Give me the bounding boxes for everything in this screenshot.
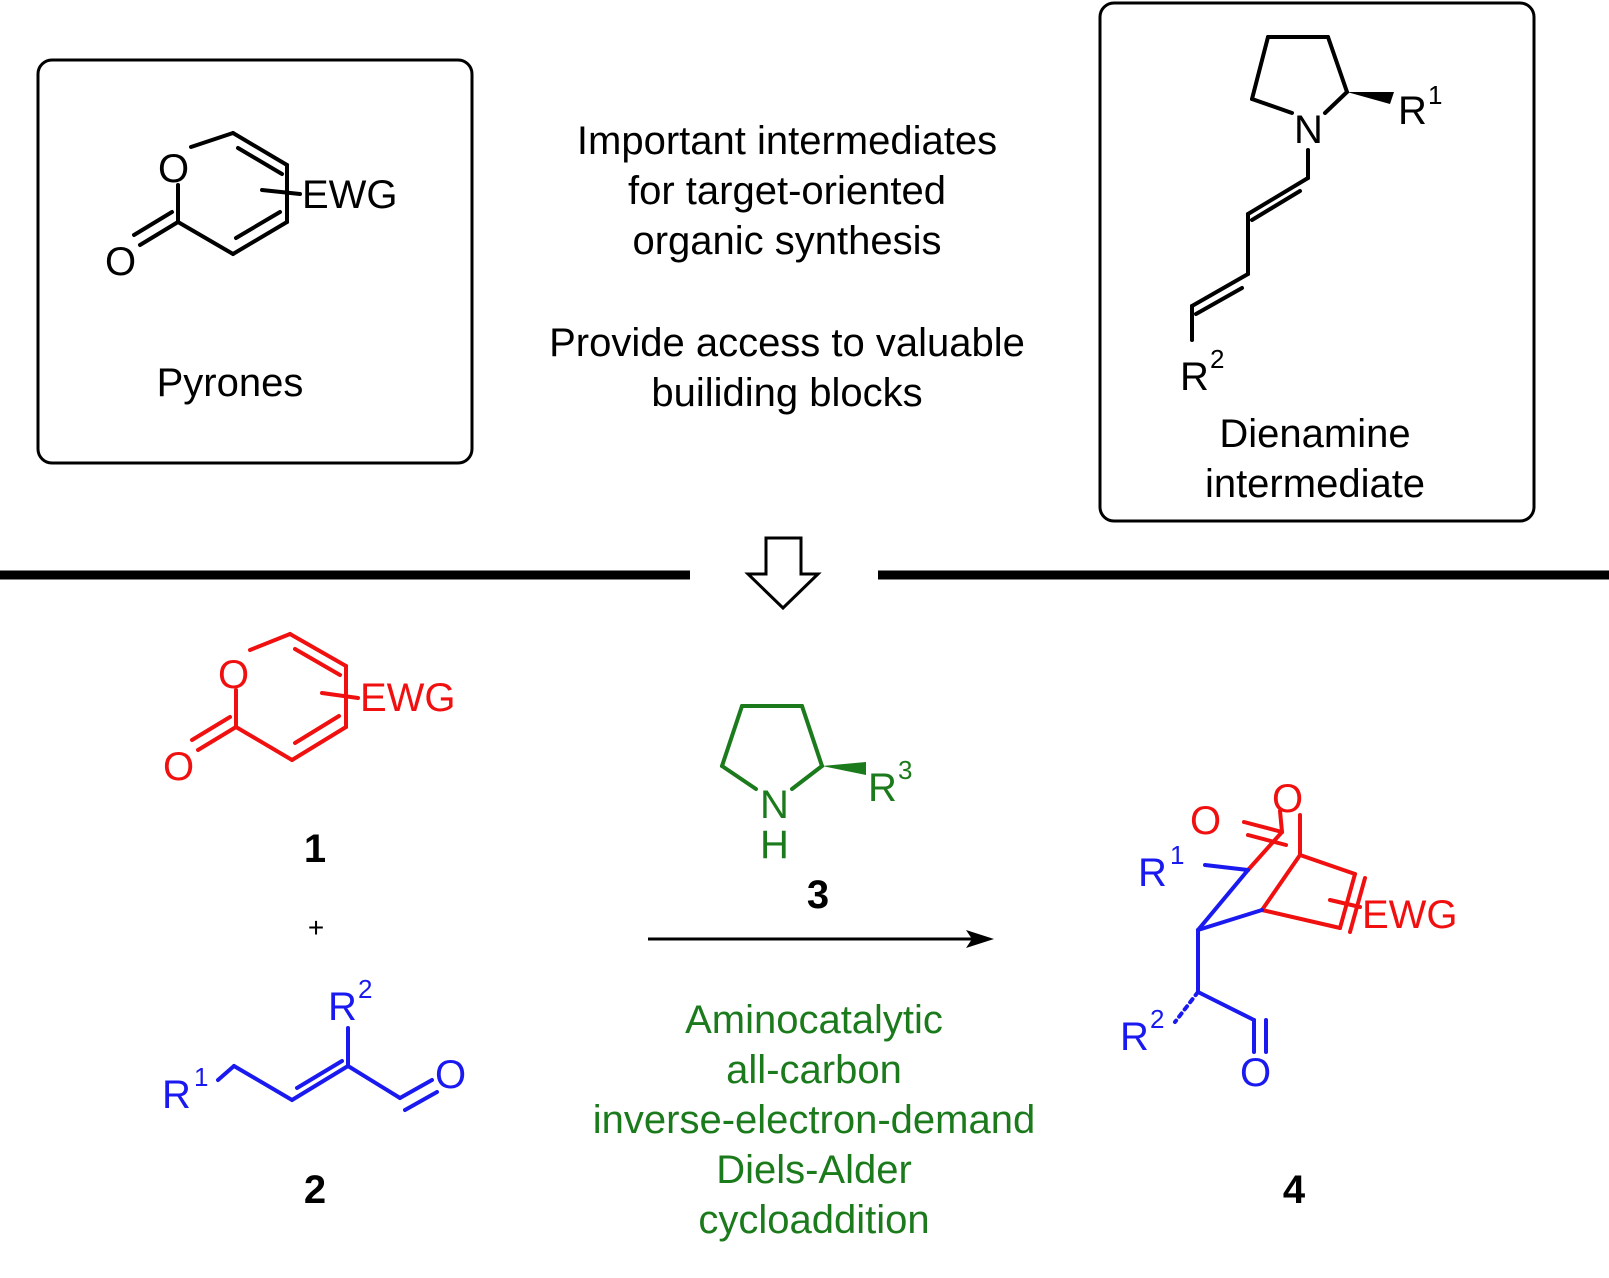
- conditions-line-2: all-carbon: [726, 1048, 902, 1092]
- compound-4-r2-label: R: [1120, 1015, 1149, 1059]
- compound-1-number: 1: [304, 827, 326, 871]
- compound-3-nitrogen: N: [760, 783, 789, 827]
- compound-4-r1-label: R: [1138, 851, 1167, 895]
- pyrone-ewg-label: EWG: [302, 173, 398, 217]
- dienamine-r1-label: R: [1398, 89, 1427, 133]
- intro-line-1: Important intermediates: [577, 119, 997, 163]
- compound-1-ewg-label: EWG: [360, 676, 456, 720]
- reaction-arrow: [648, 930, 994, 948]
- dienamine-panel: N R 1 R 2 Dienamine intermediate: [1098, 1, 1536, 523]
- compound-4-bridge-oxygen: O: [1272, 777, 1303, 821]
- compound-3-hydrogen: H: [760, 823, 789, 867]
- compound-4-carbonyl-oxygen: O: [1190, 799, 1221, 843]
- compound-2: R 2 R 1 O 2: [162, 974, 466, 1212]
- compound-4-aldehyde-oxygen: O: [1240, 1051, 1271, 1095]
- compound-1: O O EWG 1: [163, 632, 456, 871]
- compound-4-r2-superscript: 2: [1150, 1004, 1164, 1034]
- compound-4-number: 4: [1283, 1168, 1306, 1212]
- compound-4-ewg-label: EWG: [1362, 893, 1458, 937]
- reaction-conditions: Aminocatalytic all-carbon inverse-electr…: [593, 998, 1035, 1242]
- pyrone-carbonyl-oxygen: O: [105, 240, 136, 284]
- intro-line-5: builiding blocks: [651, 371, 922, 415]
- compound-2-number: 2: [304, 1168, 326, 1212]
- dienamine-nitrogen: N: [1294, 108, 1323, 152]
- conditions-line-5: cycloaddition: [698, 1198, 929, 1242]
- dienamine-structure: [1190, 35, 1394, 342]
- compound-1-carbonyl-oxygen: O: [163, 745, 194, 789]
- dienamine-caption-line-2: intermediate: [1205, 462, 1425, 506]
- compound-3-r3-superscript: 3: [898, 755, 912, 785]
- intro-line-3: organic synthesis: [632, 219, 941, 263]
- compound-2-aldehyde-oxygen: O: [435, 1053, 466, 1097]
- dienamine-r2-label: R: [1180, 355, 1209, 399]
- down-arrow-icon: [744, 536, 822, 611]
- conditions-line-3: inverse-electron-demand: [593, 1098, 1035, 1142]
- pyrones-box-frame: [36, 58, 474, 465]
- dienamine-caption-line-1: Dienamine: [1219, 412, 1410, 456]
- conditions-line-1: Aminocatalytic: [685, 998, 943, 1042]
- compound-3-wedge-bond: [822, 762, 866, 775]
- conditions-line-4: Diels-Alder: [716, 1148, 912, 1192]
- compound-2-r1-superscript: 1: [194, 1062, 208, 1092]
- dienamine-r1-superscript: 1: [1428, 80, 1442, 110]
- compound-2-r2-label: R: [328, 985, 357, 1029]
- reaction-arrow-head: [966, 930, 994, 948]
- dienamine-r2-superscript: 2: [1210, 344, 1224, 374]
- intro-line-2: for target-oriented: [628, 169, 946, 213]
- pyrone-structure: [132, 131, 302, 256]
- plus-sign: +: [308, 912, 324, 943]
- compound-1-structure: [190, 632, 360, 762]
- compound-1-ring-oxygen: O: [218, 653, 249, 697]
- compound-4-r1-superscript: 1: [1170, 840, 1184, 870]
- compound-4: O O R 1 EWG R 2 O 4: [1120, 777, 1458, 1212]
- dienamine-box-frame: [1098, 1, 1536, 523]
- section-divider: [0, 536, 1609, 611]
- dienamine-wedge-bond: [1347, 92, 1394, 104]
- compound-3-structure: [720, 704, 866, 791]
- compound-3: N H R 3 3: [720, 704, 912, 917]
- intro-text: Important intermediates for target-orien…: [549, 119, 1025, 415]
- pyrones-panel: O O EWG Pyrones: [36, 58, 474, 465]
- compound-4-red-bonds: [1242, 809, 1367, 934]
- compound-2-r2-superscript: 2: [358, 974, 372, 1004]
- intro-line-4: Provide access to valuable: [549, 321, 1025, 365]
- compound-4-blue-bonds: [1173, 863, 1268, 1054]
- pyrone-ring-oxygen: O: [158, 147, 189, 191]
- pyrones-caption: Pyrones: [157, 361, 304, 405]
- compound-2-r1-label: R: [162, 1073, 191, 1117]
- compound-3-r3-label: R: [868, 766, 897, 810]
- compound-3-number: 3: [807, 873, 829, 917]
- compound-2-structure: [216, 1026, 439, 1112]
